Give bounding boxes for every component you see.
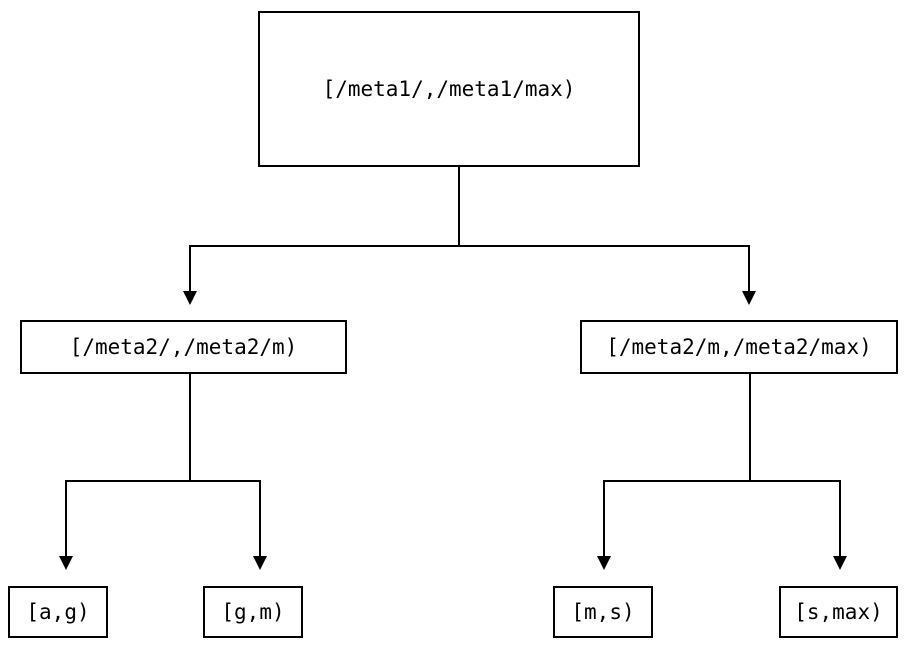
node-leaf-a-g-label: [a,g) — [26, 600, 90, 624]
node-leaf-s-max[interactable]: [s,max) — [779, 586, 898, 638]
edge-root-stem — [458, 167, 460, 246]
node-mid-right-label: [/meta2/m,/meta2/max) — [606, 335, 872, 359]
node-root-label: [/meta1/,/meta1/max) — [322, 77, 576, 101]
node-leaf-s-max-label: [s,max) — [794, 600, 883, 624]
node-leaf-m-s[interactable]: [m,s) — [553, 586, 653, 638]
edge-mid-right-stem — [749, 374, 751, 481]
arrowhead-root-to-mid-left — [183, 291, 197, 305]
node-mid-left[interactable]: [/meta2/,/meta2/m) — [20, 320, 347, 374]
arrowhead-root-to-mid-right — [742, 291, 756, 305]
edge-root-crossbar — [189, 245, 750, 247]
node-leaf-g-m[interactable]: [g,m) — [203, 586, 303, 638]
edge-mid-right-to-leaf-m-s-drop — [603, 480, 605, 557]
node-mid-left-label: [/meta2/,/meta2/m) — [69, 335, 298, 359]
node-leaf-g-m-label: [g,m) — [221, 600, 285, 624]
arrowhead-mid-left-to-leaf-a-g — [59, 556, 73, 570]
node-leaf-a-g[interactable]: [a,g) — [8, 586, 108, 638]
arrowhead-mid-left-to-leaf-g-m — [253, 556, 267, 570]
arrowhead-mid-right-to-leaf-s-max — [833, 556, 847, 570]
edge-mid-right-to-leaf-s-max-drop — [839, 480, 841, 557]
arrowhead-mid-right-to-leaf-m-s — [597, 556, 611, 570]
edge-root-to-mid-left-drop — [189, 245, 191, 292]
edge-mid-left-to-leaf-g-m-drop — [259, 480, 261, 557]
node-root[interactable]: [/meta1/,/meta1/max) — [258, 11, 640, 167]
edge-mid-right-crossbar — [603, 480, 841, 482]
edge-mid-left-stem — [189, 374, 191, 481]
node-mid-right[interactable]: [/meta2/m,/meta2/max) — [580, 320, 898, 374]
edge-mid-left-to-leaf-a-g-drop — [65, 480, 67, 557]
edge-root-to-mid-right-drop — [748, 245, 750, 292]
node-leaf-m-s-label: [m,s) — [571, 600, 635, 624]
edge-mid-left-crossbar — [65, 480, 261, 482]
